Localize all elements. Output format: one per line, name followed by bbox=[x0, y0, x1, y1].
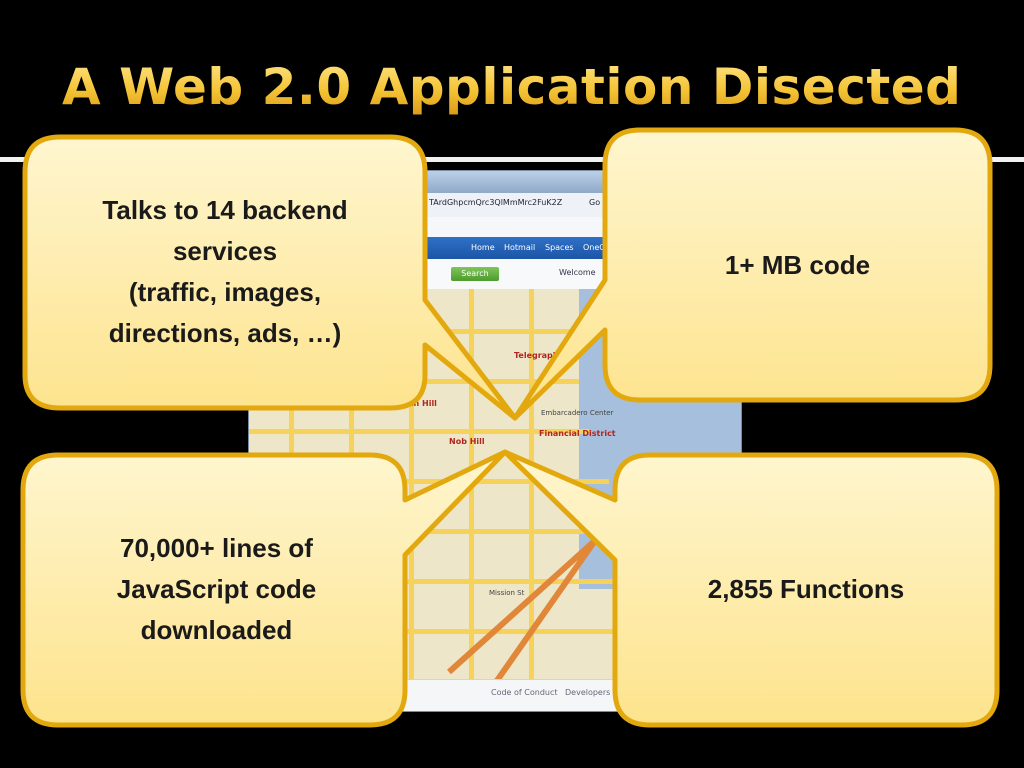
footer-code-of-conduct: Code of Conduct bbox=[491, 688, 558, 697]
street bbox=[249, 479, 609, 484]
callout-loc-line-1: 70,000+ lines of bbox=[120, 533, 313, 563]
nav-spaces: Spaces bbox=[545, 243, 574, 252]
callout-code-size-line: 1+ MB code bbox=[724, 250, 871, 280]
map-label: Financial District bbox=[539, 429, 616, 438]
site-footer: Code of Conduct Developers bbox=[249, 679, 741, 711]
welcome-label: Welcome bbox=[559, 268, 596, 277]
browser-url: TArdGhpcmQrc3QlMmMrc2FuK2Z bbox=[429, 198, 563, 207]
nav-hotmail: Hotmail bbox=[504, 243, 536, 252]
freeway bbox=[486, 526, 607, 694]
bay-water bbox=[579, 289, 741, 589]
street bbox=[469, 289, 474, 689]
street bbox=[249, 429, 589, 434]
map-search-button: Search bbox=[451, 267, 499, 281]
map-label: Nob Hill bbox=[449, 437, 485, 446]
callout-backend-text: Talks to 14 backend services (traffic, i… bbox=[30, 190, 420, 354]
footer-developers: Developers bbox=[565, 688, 611, 697]
callout-lines-of-code-text: 70,000+ lines of JavaScript code downloa… bbox=[23, 528, 410, 651]
map-label: Embarcadero Center bbox=[541, 409, 614, 417]
callout-backend-line-2: services bbox=[172, 236, 278, 266]
map-label: Telegraph Hill bbox=[514, 351, 577, 360]
callout-code-size-text: 1+ MB code bbox=[605, 245, 990, 286]
nav-home: Home bbox=[471, 243, 495, 252]
callout-backend-line-1: Talks to 14 backend bbox=[102, 195, 348, 225]
callout-loc-line-3: downloaded bbox=[140, 615, 293, 645]
callout-backend-line-3: (traffic, images, bbox=[128, 277, 322, 307]
map-label: Union St bbox=[399, 499, 429, 507]
title-divider bbox=[0, 157, 1024, 162]
callout-backend-line-4: directions, ads, …) bbox=[108, 318, 342, 348]
nav-onecare: OneC bbox=[583, 243, 605, 252]
slide-title: A Web 2.0 Application Disected bbox=[62, 58, 962, 116]
callout-loc-line-2: JavaScript code bbox=[116, 574, 317, 604]
map-label: Russian Hill bbox=[384, 399, 437, 408]
browser-go-label: Go bbox=[589, 198, 601, 207]
callout-functions-text: 2,855 Functions bbox=[615, 569, 997, 610]
map-label: Mission St bbox=[489, 589, 525, 597]
callout-functions-line: 2,855 Functions bbox=[707, 574, 905, 604]
